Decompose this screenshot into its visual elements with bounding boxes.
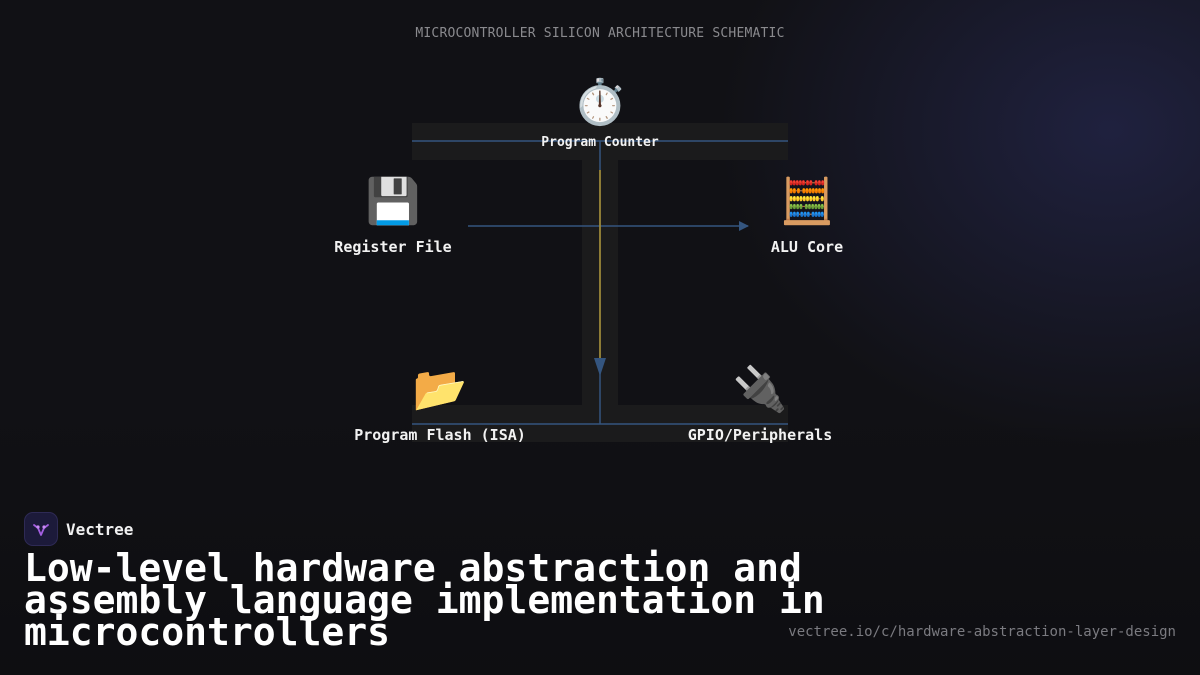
counter-to-flash-arrowhead <box>594 358 606 376</box>
node-gpio-peripherals: 🔌 GPIO/Peripherals <box>688 364 833 444</box>
floppy-disk-icon: 💾 <box>365 176 421 227</box>
open-folder-icon: 📂 <box>412 364 468 415</box>
program-flash-label: Program Flash (ISA) <box>354 426 526 444</box>
plug-icon: 🔌 <box>732 364 788 415</box>
program-counter-label: Program Counter <box>541 135 659 150</box>
stopwatch-icon: ⏱️ <box>572 77 628 128</box>
alu-core-label: ALU Core <box>770 238 844 256</box>
brand-name: Vectree <box>66 519 134 539</box>
register-file-label: Register File <box>334 238 452 256</box>
node-alu-core: 🧮 ALU Core <box>771 176 843 256</box>
node-program-flash: 📂 Program Flash (ISA) <box>354 364 526 444</box>
page-headline: Low-level hardware abstraction and assem… <box>24 546 825 654</box>
page-url[interactable]: vectree.io/c/hardware-abstraction-layer-… <box>788 624 1176 640</box>
node-program-counter: ⏱️ Program Counter <box>541 77 658 150</box>
diagram-title: MICROCONTROLLER SILICON ARCHITECTURE SCH… <box>415 26 785 41</box>
brand[interactable]: Vectree <box>24 512 133 546</box>
vectree-logo-icon <box>24 512 58 546</box>
node-register-file: 💾 Register File <box>334 176 451 256</box>
gpio-peripherals-label: GPIO/Peripherals <box>687 426 833 444</box>
abacus-icon: 🧮 <box>779 176 835 227</box>
